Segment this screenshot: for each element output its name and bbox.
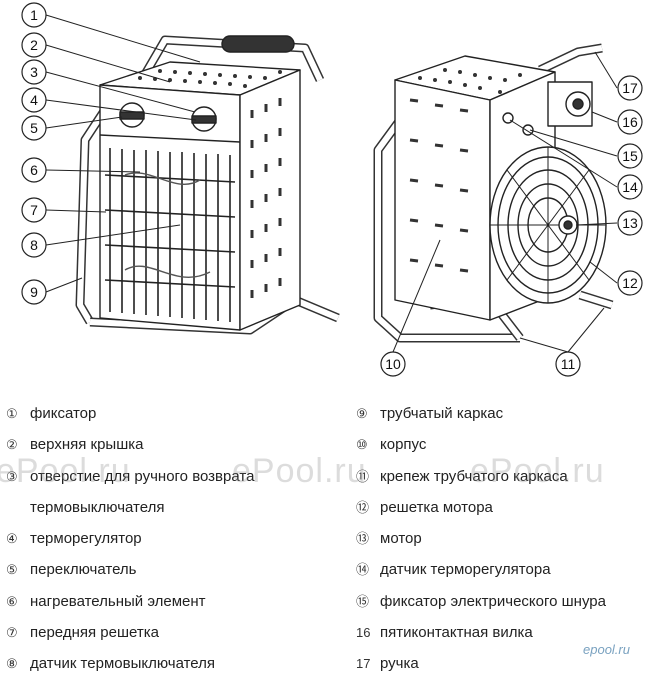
callout-8: 8 <box>30 237 38 253</box>
legend-right: ⑨ трубчатый каркас ⑩ корпус ⑪ крепеж трубча… <box>356 398 646 680</box>
legend-number: ⑧ <box>6 656 18 672</box>
callout-15: 15 <box>622 148 638 164</box>
legend-label: ручка <box>380 655 419 673</box>
legend-item: ② верхняя крышка <box>6 429 326 460</box>
callout-4: 4 <box>30 92 38 108</box>
left-heater-illustration <box>75 35 340 335</box>
legend-item: ⑩ корпус <box>356 429 646 460</box>
legend-item: ⑪ крепеж трубчатого каркаса <box>356 461 646 492</box>
legend-item: ⑨ трубчатый каркас <box>356 398 646 429</box>
legend-number: ① <box>6 406 18 421</box>
callout-9: 9 <box>30 284 38 300</box>
legend-number: ③ <box>6 468 18 484</box>
legend-number: ⑥ <box>6 593 18 609</box>
legend-label: переключатель <box>30 561 137 579</box>
legend-number: ⑪ <box>356 468 370 484</box>
callout-16: 16 <box>622 114 638 130</box>
callout-5: 5 <box>30 120 38 136</box>
legend-item: 16 пятиконтактная вилка <box>356 617 646 648</box>
right-heater-illustration <box>373 43 614 343</box>
legend-item: ⑬ мотор <box>356 523 646 554</box>
legend-number: ⑫ <box>356 499 370 515</box>
callout-14: 14 <box>622 179 638 195</box>
legend-label: корпус <box>380 436 427 454</box>
legend-label: отверстие для ручного возврата <box>30 467 255 485</box>
callout-6: 6 <box>30 162 38 178</box>
legend-label: датчик термовыключателя <box>30 655 216 673</box>
legend-label: фиксатор электрического шнура <box>380 592 606 610</box>
callout-1: 1 <box>30 7 38 23</box>
callout-10: 10 <box>385 356 401 372</box>
legend-item: ⑥ нагревательный элемент <box>6 586 326 617</box>
legend-item: ⑤ переключатель <box>6 554 326 585</box>
legend-number: ⑤ <box>6 562 18 578</box>
leader-lines <box>45 14 618 353</box>
callout-13: 13 <box>622 215 638 231</box>
legend-label-continuation: термовыключателя <box>30 498 165 516</box>
legend-label: верхняя крышка <box>30 436 144 454</box>
legend-item: ⑭ датчик терморегулятора <box>356 554 646 585</box>
legend-label: терморегулятор <box>30 530 142 548</box>
legend-label: нагревательный элемент <box>30 592 206 610</box>
heater-diagram: 1 2 3 4 5 6 7 8 9 17 16 15 14 13 12 11 1… <box>21 2 643 377</box>
legend-number: 17 <box>356 656 371 672</box>
callout-2: 2 <box>30 37 38 53</box>
legend-label: передняя решетка <box>30 624 159 642</box>
legend-label: трубчатый каркас <box>380 405 504 422</box>
legend-left: ① фиксатор ② верхняя крышка ③ отверстие для… <box>6 398 326 680</box>
legend-label: мотор <box>380 530 422 548</box>
legend-number: ④ <box>6 531 18 547</box>
legend-item: ③ отверстие для ручного возврата <box>6 461 326 492</box>
legend-label: фиксатор <box>30 405 97 422</box>
legend-number: ⑩ <box>356 437 368 453</box>
legend-item: ⑧ датчик термовыключателя <box>6 648 326 679</box>
callout-11: 11 <box>561 356 576 372</box>
legend-number: 16 <box>356 625 371 641</box>
legend-label: решетка мотора <box>380 498 493 516</box>
legend-number: ⑦ <box>6 625 18 641</box>
legend-number: ⑭ <box>356 562 370 578</box>
callout-3: 3 <box>30 64 38 80</box>
brand-watermark: epool.ru <box>583 642 630 657</box>
legend-label: крепеж трубчатого каркаса <box>380 467 568 485</box>
legend-number: ⑬ <box>356 531 370 547</box>
callouts <box>21 2 643 377</box>
callout-12: 12 <box>622 275 638 291</box>
legend-item: ① фиксатор <box>6 398 326 429</box>
legend-item: ⑫ решетка мотора <box>356 492 646 523</box>
callout-7: 7 <box>30 202 38 218</box>
callout-17: 17 <box>622 80 638 96</box>
legend-number: ② <box>6 437 18 453</box>
legend-label: пятиконтактная вилка <box>380 624 533 642</box>
legend-number: ⑨ <box>356 406 368 421</box>
legend-number: ⑮ <box>356 593 370 609</box>
legend-label: датчик терморегулятора <box>380 561 551 579</box>
legend-item: ⑮ фиксатор электрического шнура <box>356 586 646 617</box>
legend-item: ⑦ передняя решетка <box>6 617 326 648</box>
legend-item: ④ терморегулятор <box>6 523 326 554</box>
